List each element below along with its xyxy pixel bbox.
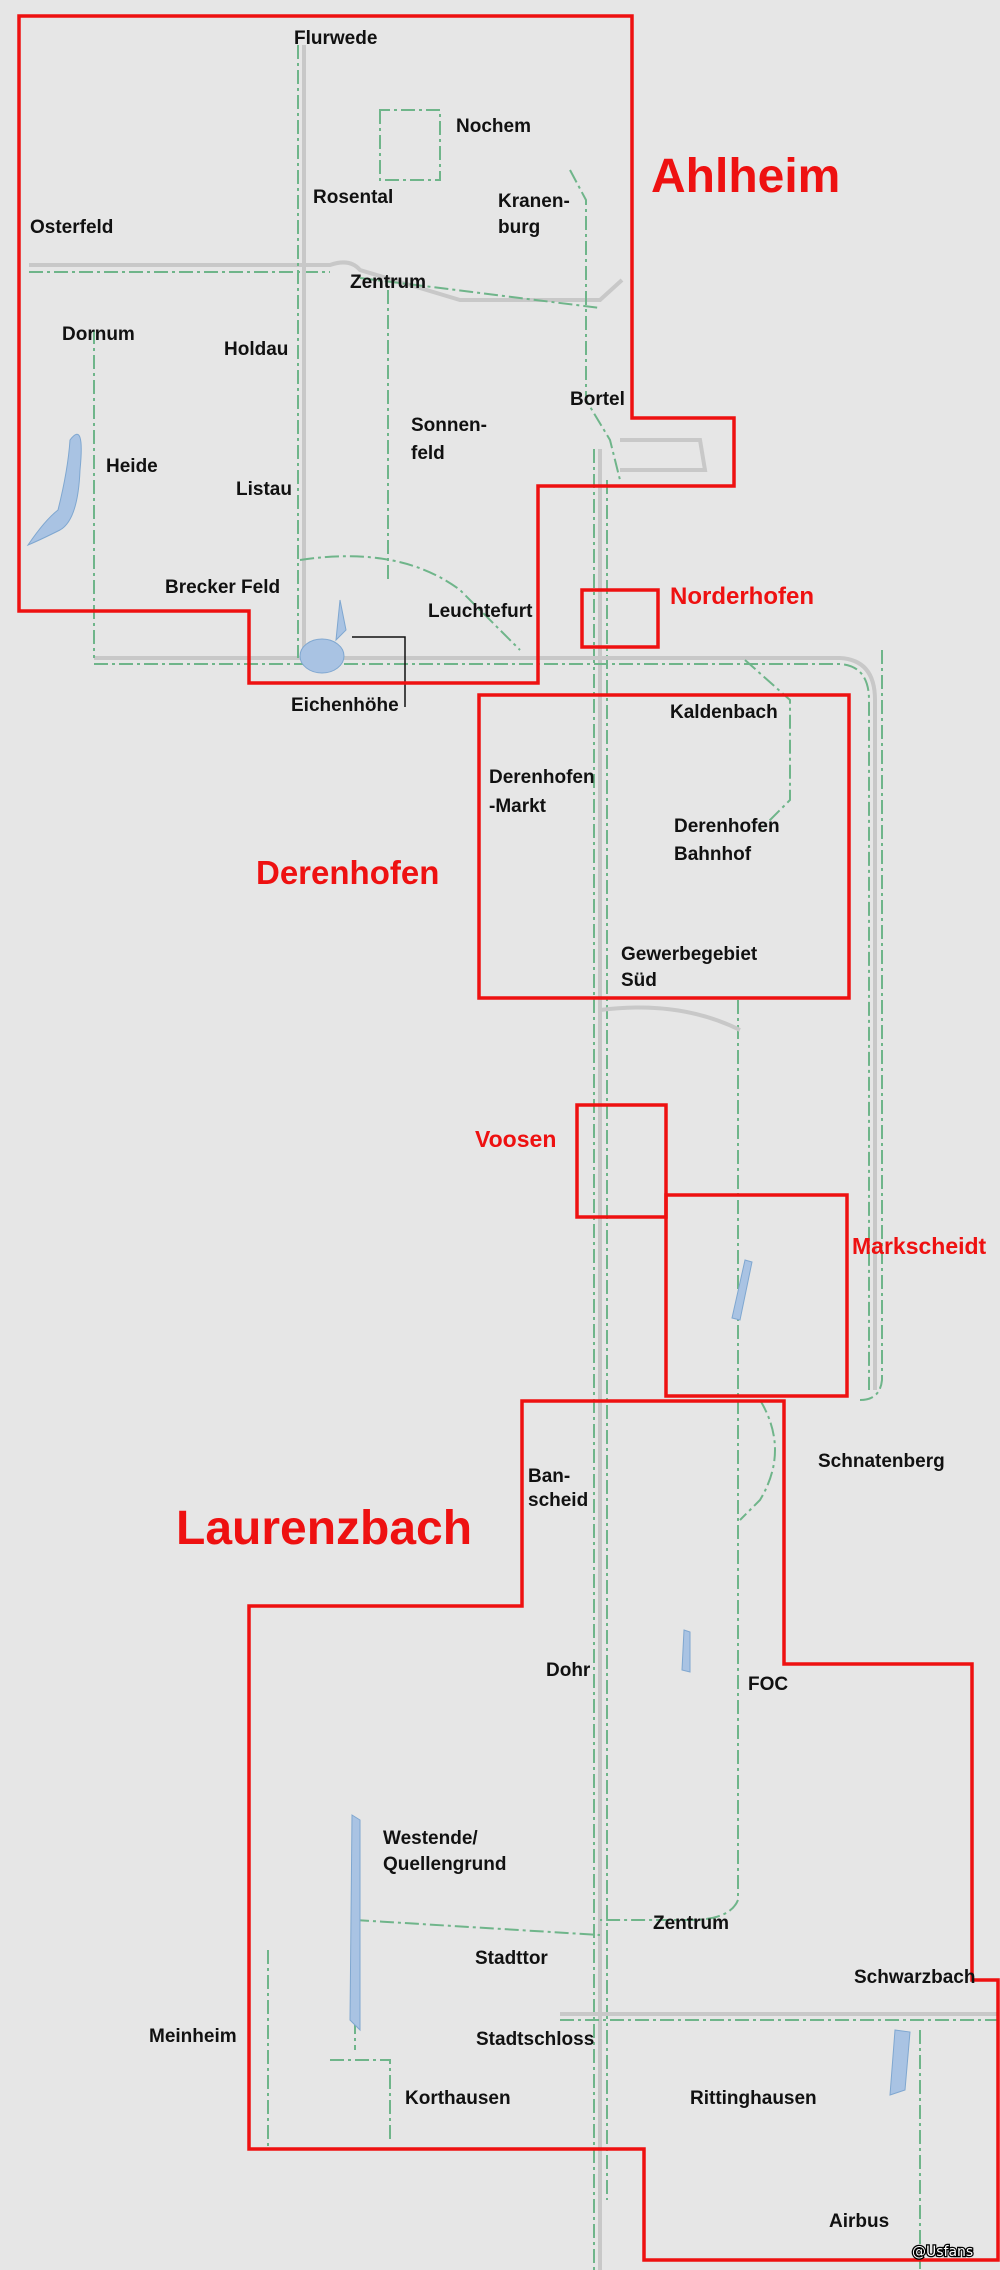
road-network [29, 45, 998, 2270]
place-banscheid-1: Ban- [528, 1466, 570, 1487]
boundary-derenhofen [477, 693, 851, 1000]
place-kranenburg-1: Kranen- [498, 191, 570, 212]
place-labels: Flurwede Nochem Rosental Kranen- burg Os… [30, 28, 975, 2232]
place-kranenburg-2: burg [498, 217, 540, 238]
place-dornum: Dornum [62, 324, 135, 345]
district-label-ahlheim: Ahlheim [651, 150, 840, 203]
place-brecker-feld: Brecker Feld [165, 577, 280, 598]
place-westende-2: Quellengrund [383, 1854, 507, 1875]
place-schwarzbach: Schwarzbach [854, 1967, 975, 1988]
place-stadttor: Stadttor [475, 1948, 548, 1969]
place-foc: FOC [748, 1674, 788, 1695]
watermark: @Usfans [912, 2244, 973, 2260]
place-schnatenberg: Schnatenberg [818, 1451, 945, 1472]
place-zentrum-laurenzbach: Zentrum [653, 1913, 729, 1934]
place-nochem: Nochem [456, 116, 531, 137]
district-boundaries [17, 14, 1000, 2262]
place-airbus: Airbus [829, 2211, 889, 2232]
boundary-norderhofen [580, 588, 660, 649]
place-heide: Heide [106, 456, 158, 477]
place-bortel: Bortel [570, 389, 625, 410]
boundary-voosen [575, 1103, 668, 1219]
place-derenhofen-bahnhof-1: Derenhofen [674, 816, 780, 837]
boundary-markscheidt [664, 1193, 849, 1398]
place-zentrum-ahlheim: Zentrum [350, 272, 426, 293]
water-bodies [26, 433, 911, 2096]
place-derenhofen-bahnhof-2: Bahnhof [674, 844, 752, 865]
lake-heide [26, 433, 82, 547]
district-label-voosen: Voosen [475, 1126, 556, 1152]
place-derenhofen-markt-1: Derenhofen [489, 767, 595, 788]
boundary-laurenzbach [247, 1399, 1000, 2262]
place-gewerbegebiet-1: Gewerbegebiet [621, 944, 758, 965]
district-label-derenhofen: Derenhofen [256, 854, 439, 891]
place-gewerbegebiet-2: Süd [621, 970, 657, 991]
place-derenhofen-markt-2: -Markt [489, 796, 547, 817]
place-kaldenbach: Kaldenbach [670, 702, 778, 723]
place-westende-1: Westende/ [383, 1828, 478, 1849]
place-meinheim: Meinheim [149, 2026, 237, 2047]
district-label-laurenzbach: Laurenzbach [176, 1502, 472, 1555]
place-leuchtefurt: Leuchtefurt [428, 601, 533, 622]
place-dohr: Dohr [546, 1660, 591, 1681]
place-korthausen: Korthausen [405, 2088, 511, 2109]
boundary-ahlheim [17, 14, 736, 685]
place-sonnenfeld-1: Sonnen- [411, 415, 487, 436]
lake-westende [349, 1814, 361, 2032]
place-rittinghausen: Rittinghausen [690, 2088, 817, 2109]
place-flurwede: Flurwede [294, 28, 377, 49]
district-label-norderhofen: Norderhofen [670, 583, 814, 610]
lake-eichenhoehe [299, 638, 345, 674]
place-listau: Listau [236, 479, 292, 500]
place-sonnenfeld-2: feld [411, 443, 445, 464]
place-eichenhoehe: Eichenhöhe [291, 695, 399, 716]
district-label-markscheidt: Markscheidt [852, 1233, 987, 1259]
place-holdau: Holdau [224, 339, 288, 360]
place-stadtschloss: Stadtschloss [476, 2029, 594, 2050]
place-osterfeld: Osterfeld [30, 217, 113, 238]
place-banscheid-2: scheid [528, 1490, 588, 1511]
place-rosental: Rosental [313, 187, 393, 208]
